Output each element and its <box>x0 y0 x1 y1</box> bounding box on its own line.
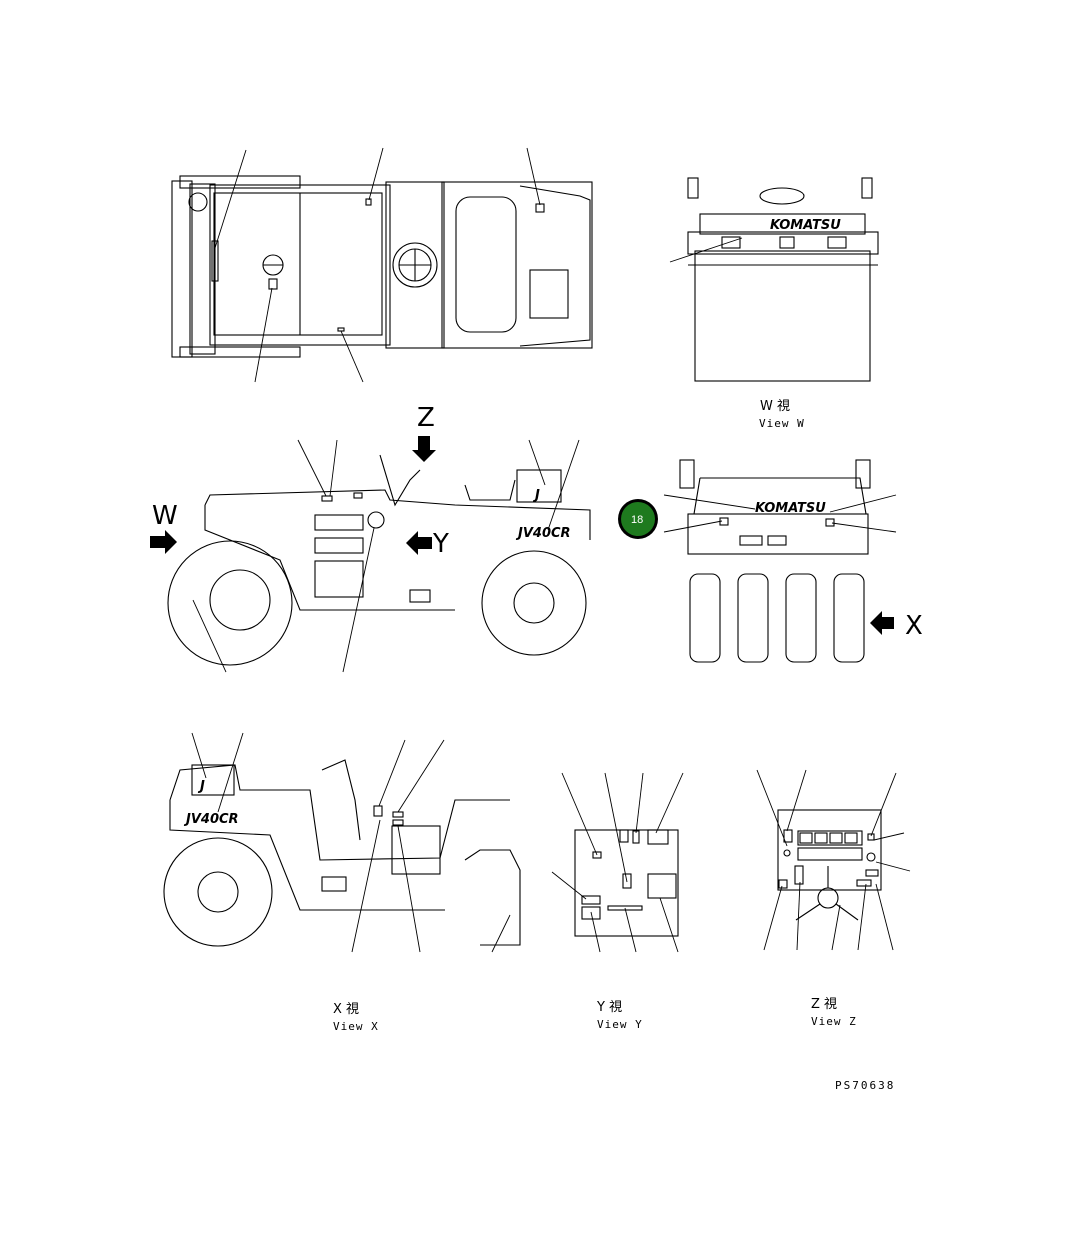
view-x-machine-badge: JV40CR <box>183 812 239 827</box>
x-arrow-label: X <box>905 611 923 641</box>
view-y-caption-jp: Y 視 <box>596 1000 622 1015</box>
view-y-caption-en: View Y <box>597 1018 643 1031</box>
y-arrow-label: Y <box>432 529 449 559</box>
w-arrow-label: W <box>152 501 178 531</box>
rear-view-logo: KOMATSU <box>755 501 826 516</box>
side-view: J JV40CR W Y Z <box>150 403 591 673</box>
view-w-drawing: KOMATSU W 視 View W <box>669 177 879 430</box>
y-arrow-icon <box>406 531 432 555</box>
view-x-caption-jp: X 視 <box>333 1002 359 1017</box>
z-arrow-label: Z <box>417 403 435 433</box>
view-y-drawing: Y 視 View Y <box>551 772 684 1031</box>
w-arrow-icon <box>150 530 177 554</box>
side-view-badge-emblem: J <box>532 488 540 503</box>
view-z-drawing: Z 視 View Z <box>756 769 911 1028</box>
view-x-emblem: J <box>197 779 205 794</box>
view-w-caption-en: View W <box>759 417 805 430</box>
view-z-caption-en: View Z <box>811 1015 857 1028</box>
rear-view: KOMATSU X <box>663 459 923 663</box>
view-x-caption-en: View X <box>333 1020 379 1033</box>
view-w-caption-jp: W 視 <box>760 399 790 414</box>
top-view <box>171 147 593 383</box>
drawing-id: PS70638 <box>835 1079 895 1092</box>
callout-number: 18 <box>631 514 643 526</box>
callout-badge[interactable]: 18 <box>618 499 658 539</box>
z-arrow-icon <box>412 436 436 462</box>
view-x-drawing: J JV40CR X 視 View X <box>163 732 521 1033</box>
side-view-machine-badge: JV40CR <box>515 526 571 541</box>
view-z-caption-jp: Z 視 <box>811 997 837 1012</box>
x-arrow-icon <box>870 611 894 635</box>
view-w-logo: KOMATSU <box>770 218 841 233</box>
